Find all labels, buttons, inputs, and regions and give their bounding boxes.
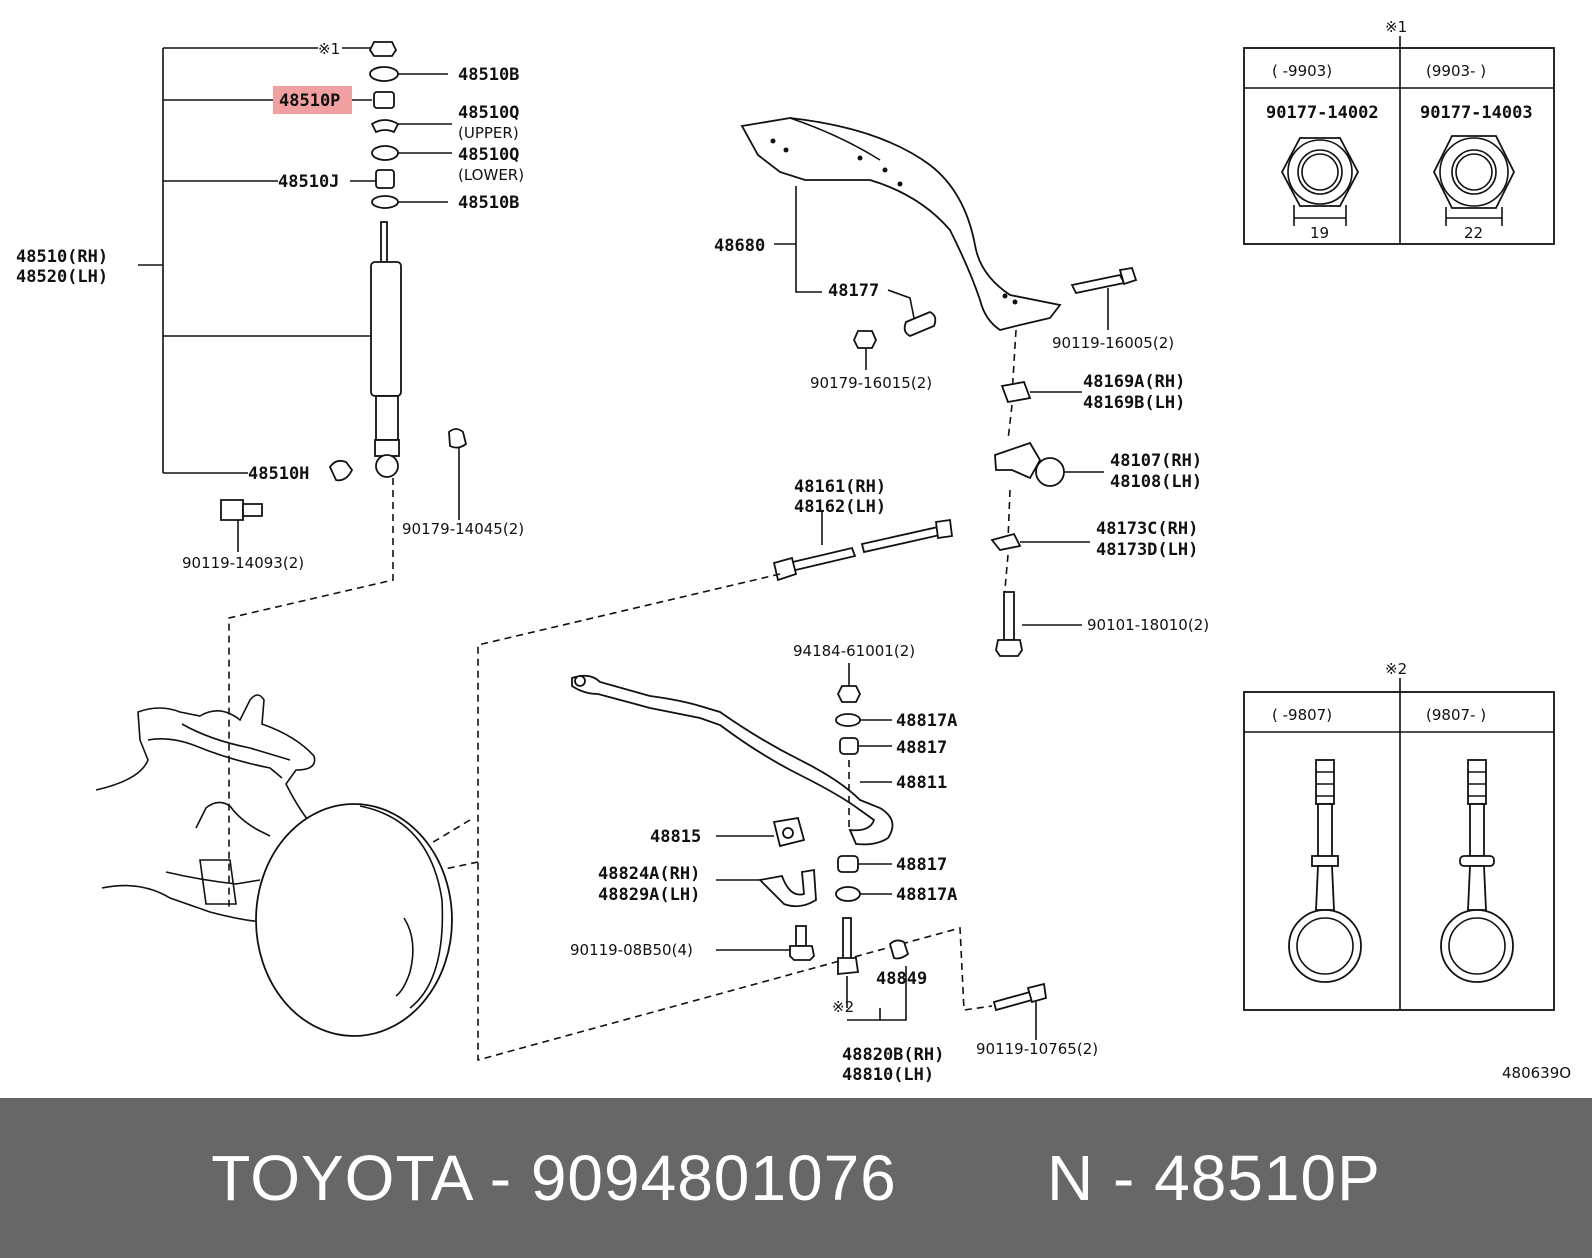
footer-bar: TOYOTA - 9094801076 N - 48510P [0,1098,1592,1258]
table1-col1-part: 90177-14002 [1266,103,1379,123]
label-48849: 48849 [876,969,927,989]
label-90179-16015: 90179-16015(2) [810,374,932,392]
label-48510h: 48510H [248,464,309,484]
parts-diagram: ※1 48510B 48510P 48510Q (UPPER) 48510Q (… [16,18,1572,1085]
label-48173c: 48173C(RH) [1096,519,1198,539]
label-48169a: 48169A(RH) [1083,372,1185,392]
label-48510b-upper: 48510B [458,65,519,85]
label-48510q-upper: 48510Q [458,103,519,123]
label-48510q-lower: 48510Q [458,145,519,165]
hex-nut-22-icon [1432,135,1516,226]
diagram-code: 480639O [1502,1064,1571,1082]
label-48817-upper: 48817 [896,738,947,758]
stabilizer-labels: 48161(RH) 48162(LH) 94184-61001(2) 48817… [570,477,1098,1085]
label-48108: 48108(LH) [1110,472,1202,492]
label-48811: 48811 [896,773,947,793]
frame-bracket-group [740,117,1138,657]
table1-col2-size: 22 [1464,224,1483,242]
stabilizer-group [419,512,1048,1062]
shock-absorber-group [138,41,468,910]
stabilizer-link-new-icon [1440,759,1514,983]
table1-col2-part: 90177-14003 [1420,103,1533,123]
footer-ref: N - 48510P [1047,1142,1381,1214]
link-type-table: ※2 ( -9807) (9807- ) [1243,660,1555,1011]
table2-note: ※2 [1385,660,1407,678]
label-90179-14045: 90179-14045(2) [402,520,524,538]
label-48810: 48810(LH) [842,1065,934,1085]
axle-wheel-group [95,694,453,1037]
table1-col1-range: ( -9903) [1272,62,1332,80]
label-48173d: 48173D(LH) [1096,540,1198,560]
label-48817a-lower: 48817A [896,885,957,905]
label-48510p: 48510P [279,91,340,111]
label-48829a: 48829A(LH) [598,885,700,905]
label-48177: 48177 [828,281,879,301]
nut-size-table: ※1 ( -9903) (9903- ) 90177-14002 90177-1… [1243,18,1555,245]
label-lower: (LOWER) [458,166,524,184]
label-48169b: 48169B(LH) [1083,393,1185,413]
label-upper: (UPPER) [458,124,519,142]
label-90119-16005: 90119-16005(2) [1052,334,1174,352]
label-90119-08b50: 90119-08B50(4) [570,941,693,959]
hex-nut-19-icon [1280,137,1360,226]
table1-col1-size: 19 [1310,224,1329,242]
label-48510j: 48510J [278,172,339,192]
label-48161: 48161(RH) [794,477,886,497]
table2-col2-range: (9807- ) [1426,706,1486,724]
footer-brand-part: TOYOTA - 9094801076 [211,1142,897,1214]
label-90119-14093: 90119-14093(2) [182,554,304,572]
label-48680: 48680 [714,236,765,256]
label-90101-18010: 90101-18010(2) [1087,616,1209,634]
stabilizer-link-old-icon [1288,759,1362,983]
label-48510-rh: 48510(RH) [16,247,108,267]
label-48824a: 48824A(RH) [598,864,700,884]
label-48162: 48162(LH) [794,497,886,517]
frame-labels: 48680 48177 90119-16005(2) 90179-16015(2… [714,236,1209,634]
table1-col2-range: (9903- ) [1426,62,1486,80]
label-48107: 48107(RH) [1110,451,1202,471]
footer-text: TOYOTA - 9094801076 N - 48510P [211,1141,1381,1215]
highlight-box [273,86,352,114]
label-94184-61001: 94184-61001(2) [793,642,915,660]
label-48510b-lower: 48510B [458,193,519,213]
table2-col1-range: ( -9807) [1272,706,1332,724]
note1-ref-top: ※1 [318,40,340,58]
note2-ref-bottom: ※2 [832,998,854,1016]
table1-note: ※1 [1385,18,1407,36]
label-48815: 48815 [650,827,701,847]
label-90119-10765: 90119-10765(2) [976,1040,1098,1058]
shock-labels: ※1 48510B 48510P 48510Q (UPPER) 48510Q (… [16,40,524,572]
label-48817-lower: 48817 [896,855,947,875]
label-48817a-upper: 48817A [896,711,957,731]
label-48820b: 48820B(RH) [842,1045,944,1065]
label-48520-lh: 48520(LH) [16,267,108,287]
